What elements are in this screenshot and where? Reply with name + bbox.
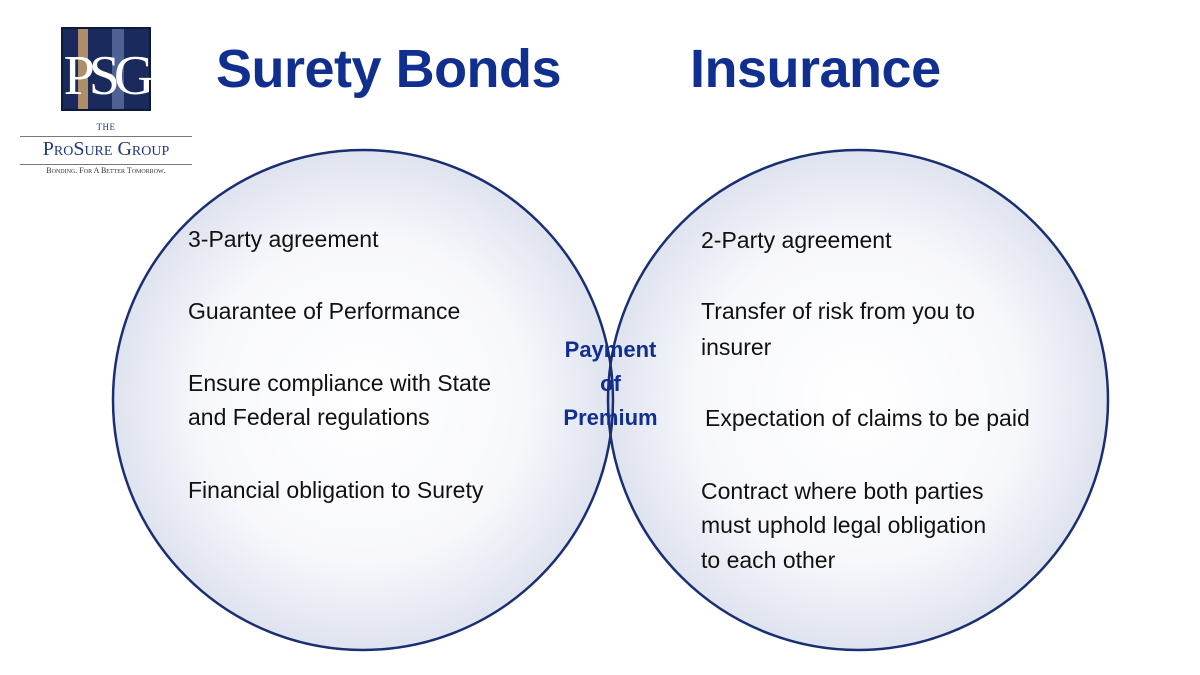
insurance-circle-outline	[606, 148, 1110, 652]
overlap-label: Payment of Premium	[548, 333, 673, 435]
surety-bonds-circle-outline	[111, 148, 615, 652]
overlap-line-3: Premium	[563, 405, 658, 430]
right-item-contract-3: to each other	[701, 547, 836, 573]
overlap-line-2: of	[600, 371, 621, 396]
overlap-line-1: Payment	[564, 337, 657, 362]
logo-name: ProSure Group	[20, 136, 192, 161]
left-item-compliance-2: and Federal regulations	[188, 404, 430, 430]
right-item-transfer-2: insurer	[701, 334, 772, 360]
logo-the: THE	[96, 122, 116, 132]
right-item-transfer-1: Transfer of risk from you to	[701, 298, 975, 324]
psg-emblem: PSG	[61, 27, 159, 111]
left-item-guarantee: Guarantee of Performance	[188, 298, 461, 324]
prosure-group-logo: PSG THE ProSure Group Bonding. For A Bet…	[20, 18, 192, 178]
left-item-compliance-1: Ensure compliance with State	[188, 370, 491, 396]
left-item-3-party: 3-Party agreement	[188, 226, 379, 252]
insurance-circle	[608, 150, 1108, 650]
right-item-2-party: 2-Party agreement	[701, 227, 892, 253]
surety-bonds-heading: Surety Bonds	[216, 39, 562, 99]
logo-tagline: Bonding. For A Better Tomorrow.	[20, 164, 192, 175]
logo-letters: PSG	[64, 45, 153, 107]
left-item-financial: Financial obligation to Surety	[188, 477, 484, 503]
insurance-heading: Insurance	[690, 39, 941, 99]
surety-bonds-circle	[113, 150, 613, 650]
right-item-expectation: Expectation of claims to be paid	[705, 405, 1030, 431]
right-item-contract-2: must uphold legal obligation	[701, 512, 987, 538]
right-item-contract-1: Contract where both parties	[701, 478, 984, 504]
